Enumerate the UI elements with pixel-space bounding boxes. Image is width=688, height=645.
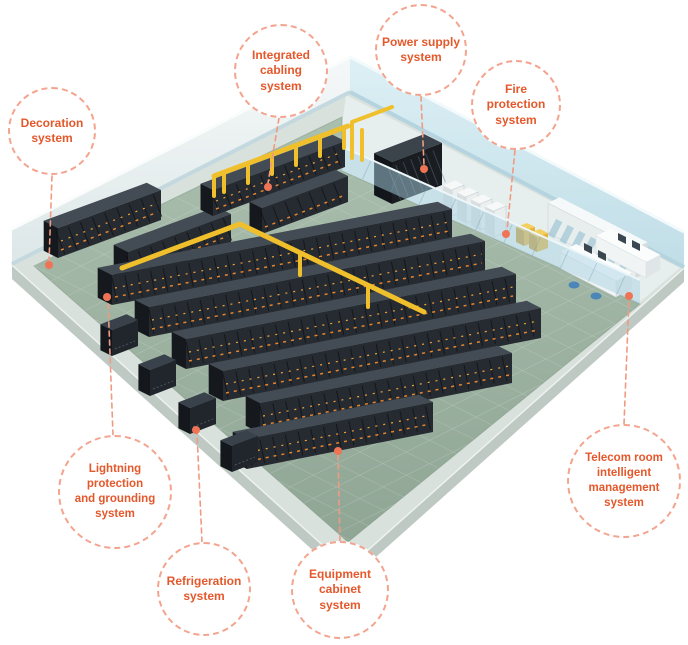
callout-label: Refrigeration system [166,573,242,603]
rack-row [171,266,517,369]
crac-unit [178,392,216,434]
callout-power-supply-system: Power supply system [375,4,467,96]
rack-row [134,233,486,337]
callout-label: Decoration system [20,115,84,145]
glass-partition [333,143,643,304]
callout-telecom-room-intelligent-management-system: Telecom room intelligent management syst… [567,424,681,538]
callout-label: Power supply system [381,34,461,64]
callout-label: Equipment cabinet system [309,566,371,612]
callout-label: Fire protection system [486,81,546,127]
callout-lightning-protection-and-grounding-system: Lightning protection and grounding syste… [58,435,172,549]
callout-fire-protection-system: Fire protection system [471,60,561,150]
callout-label: Integrated cabling system [251,47,310,93]
callout-decoration-system: Decoration system [8,87,96,175]
crac-unit [220,430,258,472]
rack-row [245,345,513,433]
crac-unit [138,354,176,396]
callout-integrated-cabling-system: Integrated cabling system [234,24,328,118]
rack-row [249,169,350,234]
callout-label: Telecom room intelligent management syst… [585,452,663,509]
callout-refrigeration-system: Refrigeration system [157,542,251,636]
callout-label: Lightning protection and grounding syste… [74,463,156,520]
callout-equipment-cabinet-system: Equipment cabinet system [291,541,389,639]
rack-row [208,300,542,401]
cable-tray [119,105,427,315]
